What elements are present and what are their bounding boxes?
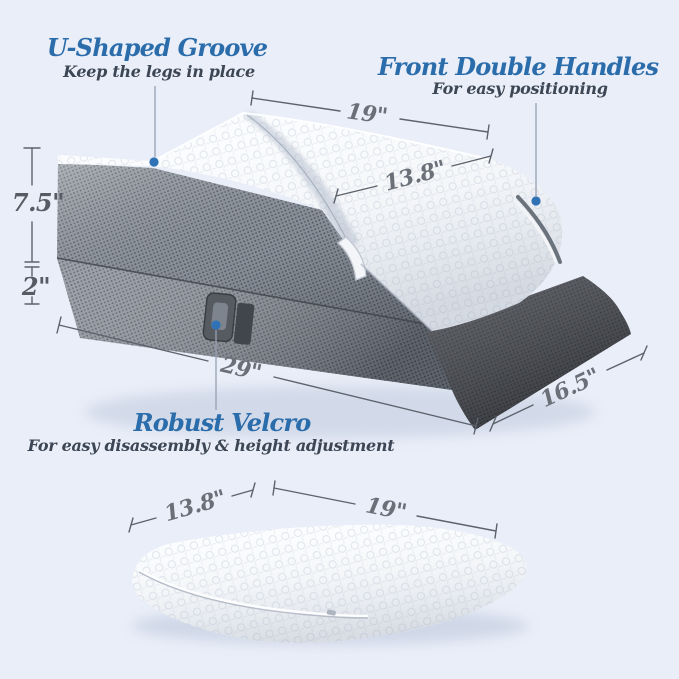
annotation-groove-subtitle: Keep the legs in place bbox=[63, 62, 255, 81]
leader-handles bbox=[531, 103, 541, 206]
front-handle-strap bbox=[336, 236, 367, 281]
wedge-white-pillow bbox=[58, 111, 563, 332]
wedge-base-strip bbox=[56, 257, 452, 390]
dimension-line-wedge-length bbox=[56, 316, 479, 435]
dimension-line-wedge-depth bbox=[489, 345, 648, 432]
u-groove-seam bbox=[243, 112, 359, 251]
annotation-leaders bbox=[149, 86, 541, 410]
dimension-line-flat-width bbox=[272, 480, 498, 539]
leader-velcro bbox=[211, 320, 221, 410]
dimension-line-wedge-heights bbox=[23, 147, 41, 305]
dimension-lines bbox=[23, 90, 648, 539]
dimension-line-flat-depth bbox=[128, 482, 256, 533]
dimension-line-wedge-top-width bbox=[250, 90, 490, 140]
leader-groove bbox=[149, 86, 159, 167]
annotation-handles-title: Front Double Handles bbox=[377, 52, 659, 81]
dimension-line-wedge-incline-depth bbox=[333, 148, 494, 204]
dimension-label-wedge-base-height: 2" bbox=[21, 272, 51, 301]
wedge-pillow bbox=[56, 111, 631, 430]
leader-dot-handles bbox=[531, 196, 541, 206]
annotation-velcro-subtitle: For easy disassembly & height adjustment bbox=[27, 436, 395, 455]
dimension-label-wedge-upper-height: 7.5" bbox=[11, 188, 65, 217]
handle-slot bbox=[512, 195, 562, 264]
flat-pillow-zipper bbox=[138, 568, 369, 619]
dimension-label-flat-width: 19" bbox=[363, 492, 409, 526]
leader-dot-groove bbox=[149, 157, 159, 167]
annotation-handles-subtitle: For easy positioning bbox=[432, 79, 608, 98]
annotation-velcro-title: Robust Velcro bbox=[133, 408, 312, 437]
wedge-mesh-face bbox=[57, 163, 437, 326]
flat-pillow bbox=[132, 524, 527, 643]
annotation-groove-title: U-Shaped Groove bbox=[46, 33, 268, 62]
dimension-label-wedge-top-width: 19" bbox=[345, 98, 389, 130]
leader-dot-velcro bbox=[211, 320, 221, 330]
